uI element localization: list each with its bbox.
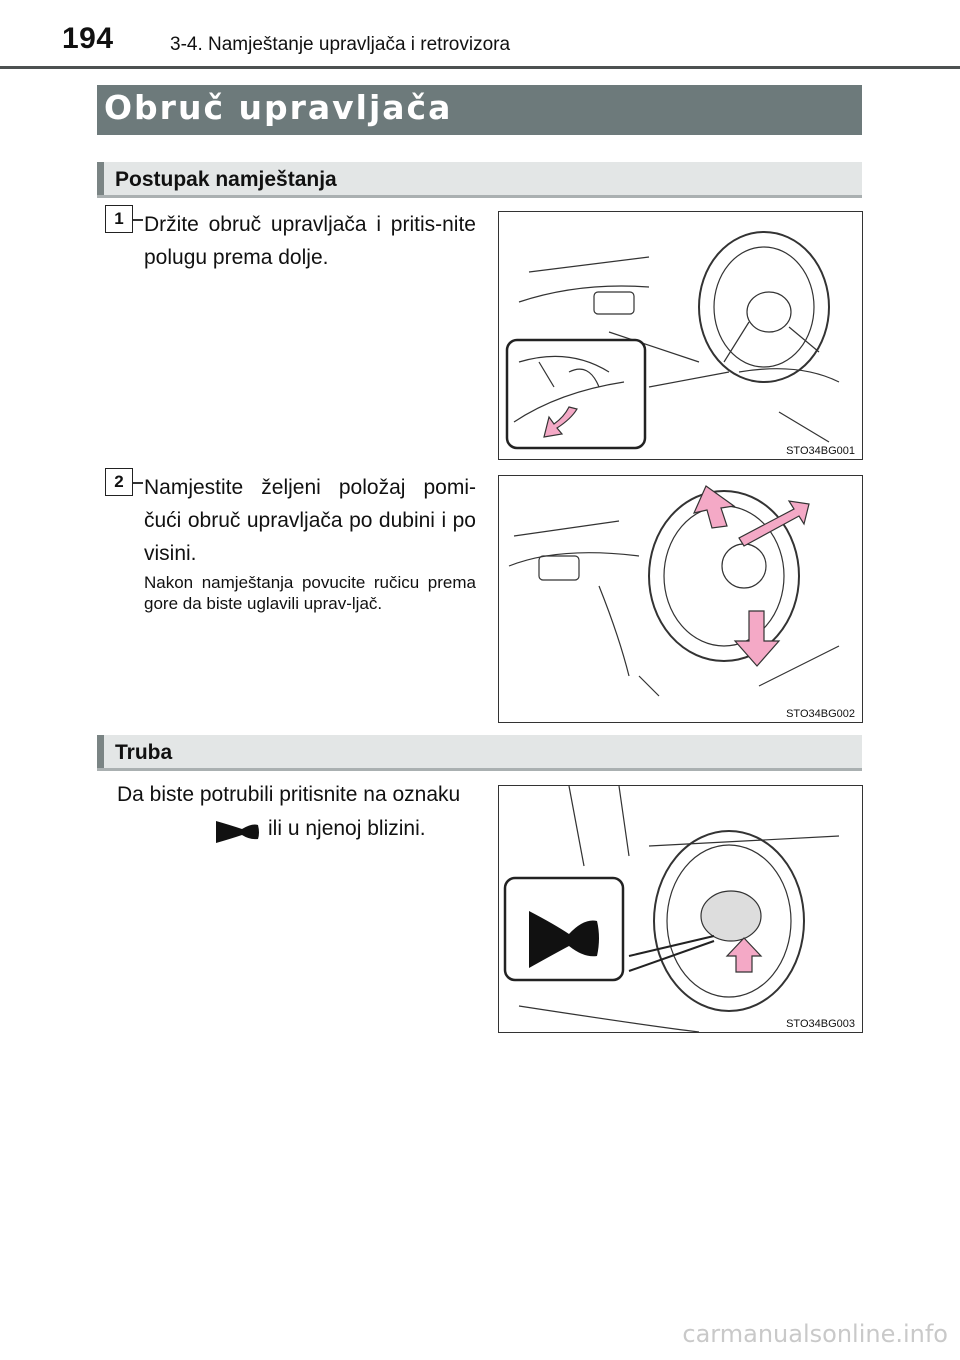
section-accent xyxy=(97,162,104,195)
steering-lever-illustration: STO34BG001 xyxy=(505,231,855,457)
section-heading-adjustment: Postupak namještanja xyxy=(97,162,862,198)
header-rule xyxy=(0,66,960,69)
up-arrow-icon xyxy=(692,485,736,529)
inset-frame xyxy=(505,338,647,450)
figure-code: STO34BG002 xyxy=(786,708,855,720)
step-connector xyxy=(133,482,143,484)
diagonal-arrow-icon xyxy=(738,500,810,547)
figure-code: STO34BG001 xyxy=(786,445,855,457)
section-heading-text: Postupak namještanja xyxy=(115,168,337,191)
step-number-2: 2 xyxy=(105,468,133,496)
horn-text-line1: Da biste potrubili pritisnite na oznaku xyxy=(117,783,461,806)
horn-icon xyxy=(212,815,262,845)
horn-text-line2: ili u njenoj blizini. xyxy=(268,817,426,840)
page-title: Obruč upravljača xyxy=(104,88,453,127)
step-number-1: 1 xyxy=(105,205,133,233)
inset-frame xyxy=(503,876,625,982)
figure-horn: STO34BG003 xyxy=(498,785,863,1033)
figure-code: STO34BG003 xyxy=(786,1018,855,1030)
watermark-footer[interactable]: carmanualsonline.info xyxy=(682,1320,948,1348)
down-arrow-icon xyxy=(733,610,781,667)
figure-wheel-position: STO34BG002 xyxy=(498,475,863,723)
step-2-note: Nakon namještanja povucite ručicu prema … xyxy=(144,573,476,613)
down-arrow-icon xyxy=(543,406,578,438)
section-accent xyxy=(97,735,104,768)
section-heading-text: Truba xyxy=(115,741,173,764)
horn-pad-illustration: STO34BG003 xyxy=(503,785,855,1033)
figure-lever-release: STO34BG001 xyxy=(498,211,863,460)
up-arrow-icon xyxy=(725,937,763,973)
section-heading-horn: Truba xyxy=(97,735,862,771)
step-1-text: Držite obruč upravljača i pritis-nite po… xyxy=(144,213,476,269)
title-bar xyxy=(97,85,862,135)
horn-icon xyxy=(529,911,599,968)
page-number: 194 xyxy=(62,22,114,55)
step-connector xyxy=(133,219,143,221)
steering-adjust-illustration: STO34BG002 xyxy=(508,485,855,720)
step-2-text: Namjestite željeni položaj pomi-čući obr… xyxy=(144,476,476,565)
running-header: 3-4. Namještanje upravljača i retrovizor… xyxy=(170,34,511,55)
